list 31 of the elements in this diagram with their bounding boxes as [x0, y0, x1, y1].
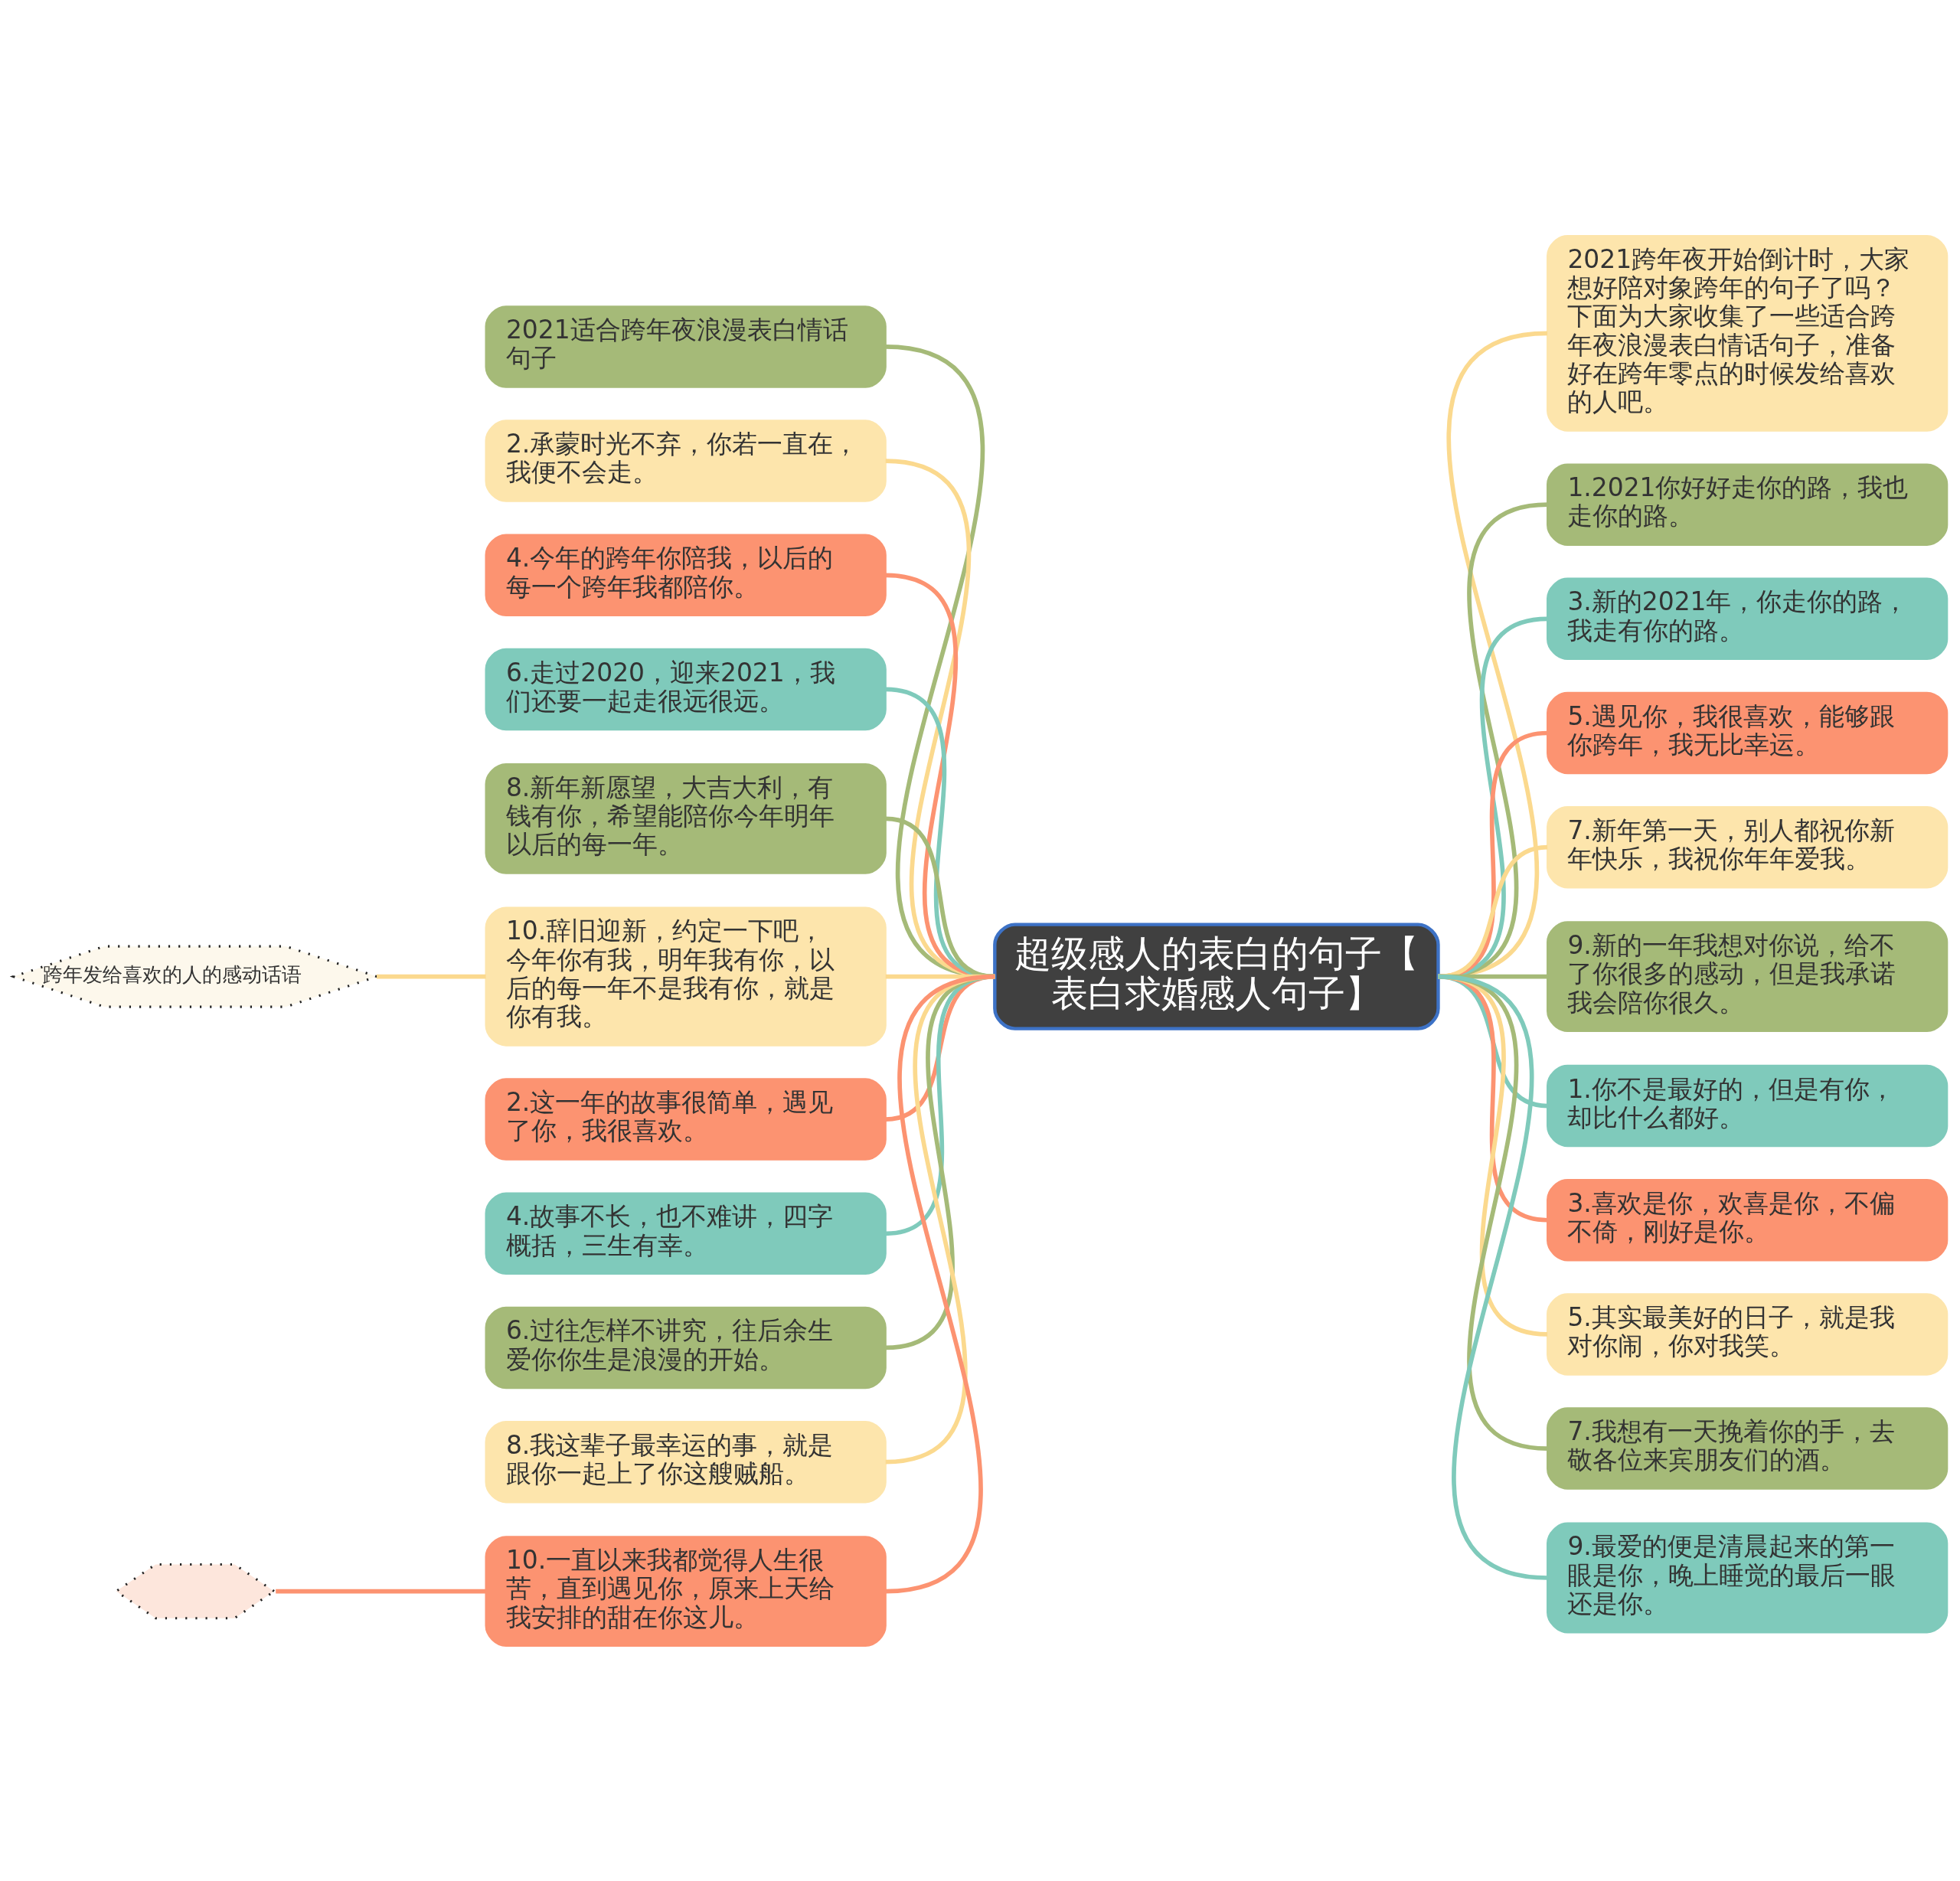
connector — [884, 974, 995, 1122]
connector — [884, 974, 995, 1464]
node-box: 4.今年的跨年你陪我，以后的每一个跨年我都陪你。 — [485, 534, 887, 616]
node-box: 1.你不是最好的，但是有你，却比什么都好。 — [1546, 1064, 1948, 1147]
node-box: 超级感人的表白的句子【表白求婚感人句子】 — [992, 922, 1440, 1030]
node-box: 8.我这辈子最幸运的事，就是跟你一起上了你这艘贼船。 — [485, 1420, 887, 1503]
connector — [884, 974, 995, 1593]
node-box: 1.2021你好好走你的路，我也走你的路。 — [1546, 462, 1948, 546]
node-box: 7.我想有一天挽着你的手，去敬各位来宾朋友们的酒。 — [1546, 1406, 1948, 1490]
node-box: 6.走过2020，迎来2021，我们还要一起走很远很远。 — [485, 648, 887, 730]
node-box: 9.最爱的便是清晨起来的第一眼是你，晚上睡觉的最后一眼还是你。 — [1546, 1522, 1948, 1633]
connector — [275, 1589, 486, 1593]
node-box: 6.过往怎样不讲究，往后余生爱你你生是浪漫的开始。 — [485, 1306, 887, 1389]
connector — [1437, 974, 1548, 1580]
node-box: 4.故事不长，也不难讲，四字概括，三生有幸。 — [485, 1192, 887, 1275]
connector — [884, 974, 995, 1350]
node-box: 10.一直以来我都觉得人生很苦，直到遇见你，原来上天给我安排的甜在你这儿。 — [485, 1535, 887, 1647]
node-box: 2021跨年夜开始倒计时，大家想好陪对象跨年的句子了吗？下面为大家收集了一些适合跨年夜浪漫表白情话句子，准备好在跨年零点的时候发给喜欢的人吧。 — [1546, 234, 1948, 432]
node-box: 3.喜欢是你，欢喜是你，不偏不倚，刚好是你。 — [1546, 1178, 1948, 1261]
node-box: 2.这一年的故事很简单，遇见了你，我很喜欢。 — [485, 1077, 887, 1161]
connector — [884, 974, 995, 1236]
node-box: 10.辞旧迎新，约定一下吧，今年你有我，明年我有你，以后的每一年不是我有你，就是你有我。 — [485, 906, 887, 1047]
node-box: 3.新的2021年，你走你的路，我走有你的路。 — [1546, 577, 1948, 660]
node-box: 7.新年第一天，别人都祝你新年快乐，我祝你年年爱我。 — [1546, 805, 1948, 888]
node-box: 2.承蒙时光不弃，你若一直在，我便不会走。 — [485, 419, 887, 502]
node-box: 5.其实最美好的日子，就是我对你闹，你对我笑。 — [1546, 1292, 1948, 1376]
node-box: 9.新的一年我想对你说，给不了你很多的感动，但是我承诺我会陪你很久。 — [1546, 920, 1948, 1032]
node-box: 8.新年新愿望，大吉大利，有钱有你，希望能陪你今年明年以后的每一年。 — [485, 763, 887, 874]
node-box: 5.遇见你，我很喜欢，能够跟你跨年，我无比幸运。 — [1546, 691, 1948, 774]
node-box: 2021适合跨年夜浪漫表白情话句子 — [485, 305, 887, 388]
connector — [376, 974, 486, 978]
